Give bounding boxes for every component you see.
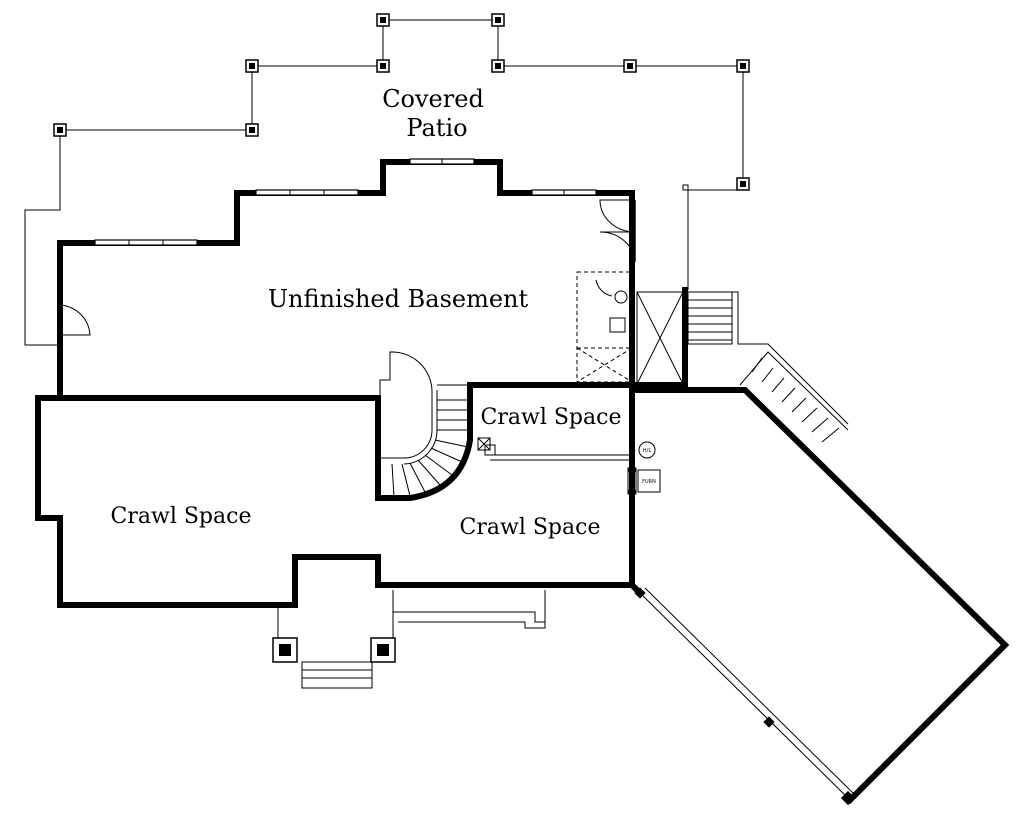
covered-patio-label: Covered: [382, 85, 484, 113]
post: [272, 637, 298, 663]
post: [376, 13, 390, 27]
doors: [57, 199, 636, 336]
covered-patio-label-line2: Patio: [406, 114, 467, 142]
bathroom-fixtures: [576, 271, 633, 383]
basement-walls: [35, 159, 1010, 805]
water-heater-label: H/L: [643, 448, 651, 454]
unfinished-basement-label: Unfinished Basement: [268, 285, 529, 313]
post: [245, 123, 259, 137]
crawl-space-upper-label: Crawl Space: [481, 405, 622, 430]
basement-windows: [94, 158, 597, 246]
post: [376, 59, 390, 73]
post: [370, 637, 396, 663]
angled-wing-windows: [634, 587, 856, 806]
post: [491, 59, 505, 73]
crawl-space-center-label: Crawl Space: [460, 515, 601, 540]
post: [245, 59, 259, 73]
post: [736, 59, 750, 73]
water-heater-icon: [638, 441, 656, 459]
curved-staircase: [379, 351, 496, 499]
exterior-stairs: [687, 291, 849, 443]
duct-line: [490, 454, 630, 461]
furnace-icon: [637, 469, 661, 493]
mechanical-equipment: H/L FURN: [627, 441, 661, 495]
mechanical-chase: [636, 291, 684, 385]
post: [53, 123, 67, 137]
patio-posts: [53, 13, 750, 191]
post: [491, 13, 505, 27]
post: [736, 177, 750, 191]
post: [623, 59, 637, 73]
furnace-label: FURN: [642, 479, 656, 485]
lower-porch: [272, 590, 546, 689]
crawl-space-left-label: Crawl Space: [111, 504, 252, 529]
